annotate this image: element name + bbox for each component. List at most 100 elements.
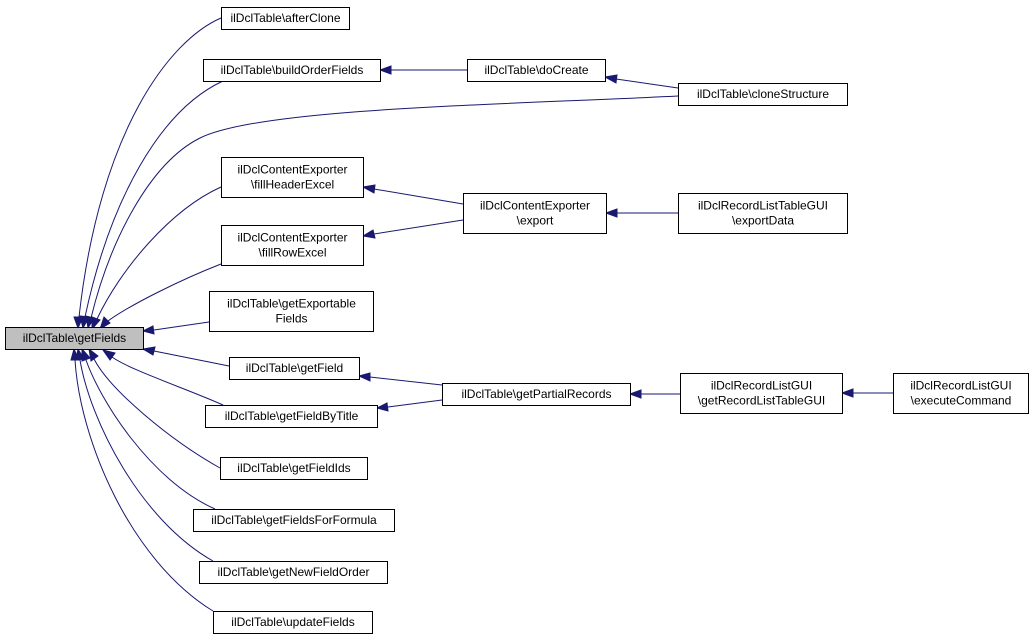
edge-getRecordListTableGUI-getPartialRecords (628, 389, 680, 399)
edge-getFieldByTitle-getFields (101, 349, 224, 406)
node-box (467, 59, 606, 82)
node-label: ilDclContentExporter (480, 199, 590, 213)
edge-line (74, 359, 214, 612)
node-buildOrderFields[interactable]: ilDclTable\buildOrderFields (203, 59, 381, 82)
node-updateFields[interactable]: ilDclTable\updateFields (213, 611, 373, 634)
edge-line (387, 399, 443, 408)
arrowhead-icon (378, 65, 392, 75)
node-getRecordListTableGUI[interactable]: ilDclRecordListGUI\getRecordListTableGUI (680, 373, 843, 414)
arrowhead-icon (375, 402, 389, 412)
edge-line (369, 376, 443, 386)
node-label: ilDclTable\afterClone (230, 11, 340, 25)
node-label: ilDclRecordListGUI (711, 379, 812, 393)
edge-line (84, 80, 224, 318)
edge-line (107, 263, 222, 322)
edge-afterClone-getFields (73, 17, 222, 330)
node-box (463, 193, 607, 234)
node-label: \exportData (732, 214, 794, 228)
node-label: ilDclTable\getFieldIds (237, 461, 350, 475)
node-label: ilDclTable\cloneStructure (697, 87, 829, 101)
edge-line (78, 17, 222, 318)
arrowhead-icon (91, 316, 101, 331)
arrowhead-icon (628, 389, 642, 399)
node-exportData[interactable]: ilDclRecordListTableGUI\exportData (678, 193, 848, 234)
graph-nodes: ilDclTable\getFields ilDclTable\afterClon… (5, 7, 1029, 634)
edge-getExportableFields-getFields (141, 321, 210, 335)
edge-line (79, 359, 214, 562)
node-doCreate[interactable]: ilDclTable\doCreate (467, 59, 606, 82)
node-label: ilDclTable\updateFields (231, 615, 354, 629)
arrowhead-icon (840, 388, 854, 398)
edge-updateFields-getFields (70, 347, 214, 612)
node-box (205, 405, 378, 428)
edge-getPartialRecords-getField (357, 372, 443, 386)
edge-line (96, 186, 222, 320)
node-label: ilDclTable\getField (246, 361, 343, 375)
edge-exportData-export (604, 208, 678, 218)
node-label: ilDclTable\getExportable (227, 297, 356, 311)
node-box (193, 509, 395, 532)
edge-line (93, 358, 221, 469)
node-box (221, 225, 364, 266)
node-box (678, 83, 848, 106)
edge-line (111, 356, 224, 406)
node-cloneStructure[interactable]: ilDclTable\cloneStructure (678, 83, 848, 106)
node-label: ilDclContentExporter (237, 163, 347, 177)
arrowhead-icon (88, 347, 99, 362)
arrowhead-icon (604, 208, 618, 218)
arrowhead-icon (101, 349, 116, 361)
node-box (5, 327, 144, 350)
node-label: ilDclTable\getFieldByTitle (225, 409, 359, 423)
edge-cloneStructure-doCreate (603, 74, 679, 89)
node-getField[interactable]: ilDclTable\getField (229, 357, 360, 380)
node-label: ilDclTable\doCreate (484, 63, 588, 77)
arrowhead-icon (141, 346, 156, 356)
arrowhead-icon (70, 347, 80, 361)
edge-line (373, 188, 464, 205)
node-label: \getRecordListTableGUI (698, 394, 825, 408)
node-label: ilDclTable\getPartialRecords (461, 387, 611, 401)
node-fillRowExcel[interactable]: ilDclContentExporter\fillRowExcel (221, 225, 364, 266)
node-box (893, 373, 1029, 414)
edge-buildOrderFields-getFields (79, 80, 224, 330)
node-label: ilDclTable\getFields (23, 331, 126, 345)
arrowhead-icon (141, 325, 155, 335)
node-fillHeaderExcel[interactable]: ilDclContentExporter\fillHeaderExcel (221, 157, 364, 198)
node-export[interactable]: ilDclContentExporter\export (463, 193, 607, 234)
node-label: \executeCommand (911, 394, 1012, 408)
node-box (678, 193, 848, 234)
arrowhead-icon (361, 184, 376, 194)
node-getFieldIds[interactable]: ilDclTable\getFieldIds (220, 457, 368, 480)
node-label: ilDclRecordListTableGUI (698, 199, 828, 213)
node-getPartialRecords[interactable]: ilDclTable\getPartialRecords (442, 383, 631, 406)
node-box (213, 611, 373, 634)
node-label: \fillHeaderExcel (251, 178, 334, 192)
edge-fillHeaderExcel-getFields (91, 186, 222, 331)
edge-line (373, 219, 464, 235)
node-box (220, 457, 368, 480)
edge-line (90, 95, 679, 319)
node-getFields[interactable]: ilDclTable\getFields (5, 327, 144, 350)
edge-getPartialRecords-getFieldByTitle (375, 399, 443, 412)
arrowhead-icon (361, 229, 376, 239)
edge-line (153, 321, 210, 331)
node-box (229, 357, 360, 380)
node-label: \fillRowExcel (258, 246, 326, 260)
node-label: ilDclTable\buildOrderFields (221, 63, 364, 77)
node-afterClone[interactable]: ilDclTable\afterClone (221, 7, 350, 30)
node-getNewFieldOrder[interactable]: ilDclTable\getNewFieldOrder (199, 561, 388, 584)
arrowhead-icon (603, 74, 618, 84)
node-executeCommand[interactable]: ilDclRecordListGUI\executeCommand (893, 373, 1029, 414)
node-box (199, 561, 388, 584)
edge-getFieldIds-getFields (88, 347, 221, 469)
node-box (203, 59, 381, 82)
node-box (209, 291, 374, 332)
edge-export-fillRowExcel (361, 219, 464, 239)
node-label: ilDclRecordListGUI (910, 379, 1011, 393)
node-getFieldsForFormula[interactable]: ilDclTable\getFieldsForFormula (193, 509, 395, 532)
edge-fillRowExcel-getFields (99, 263, 222, 331)
node-getFieldByTitle[interactable]: ilDclTable\getFieldByTitle (205, 405, 378, 428)
node-label: \export (517, 214, 554, 228)
